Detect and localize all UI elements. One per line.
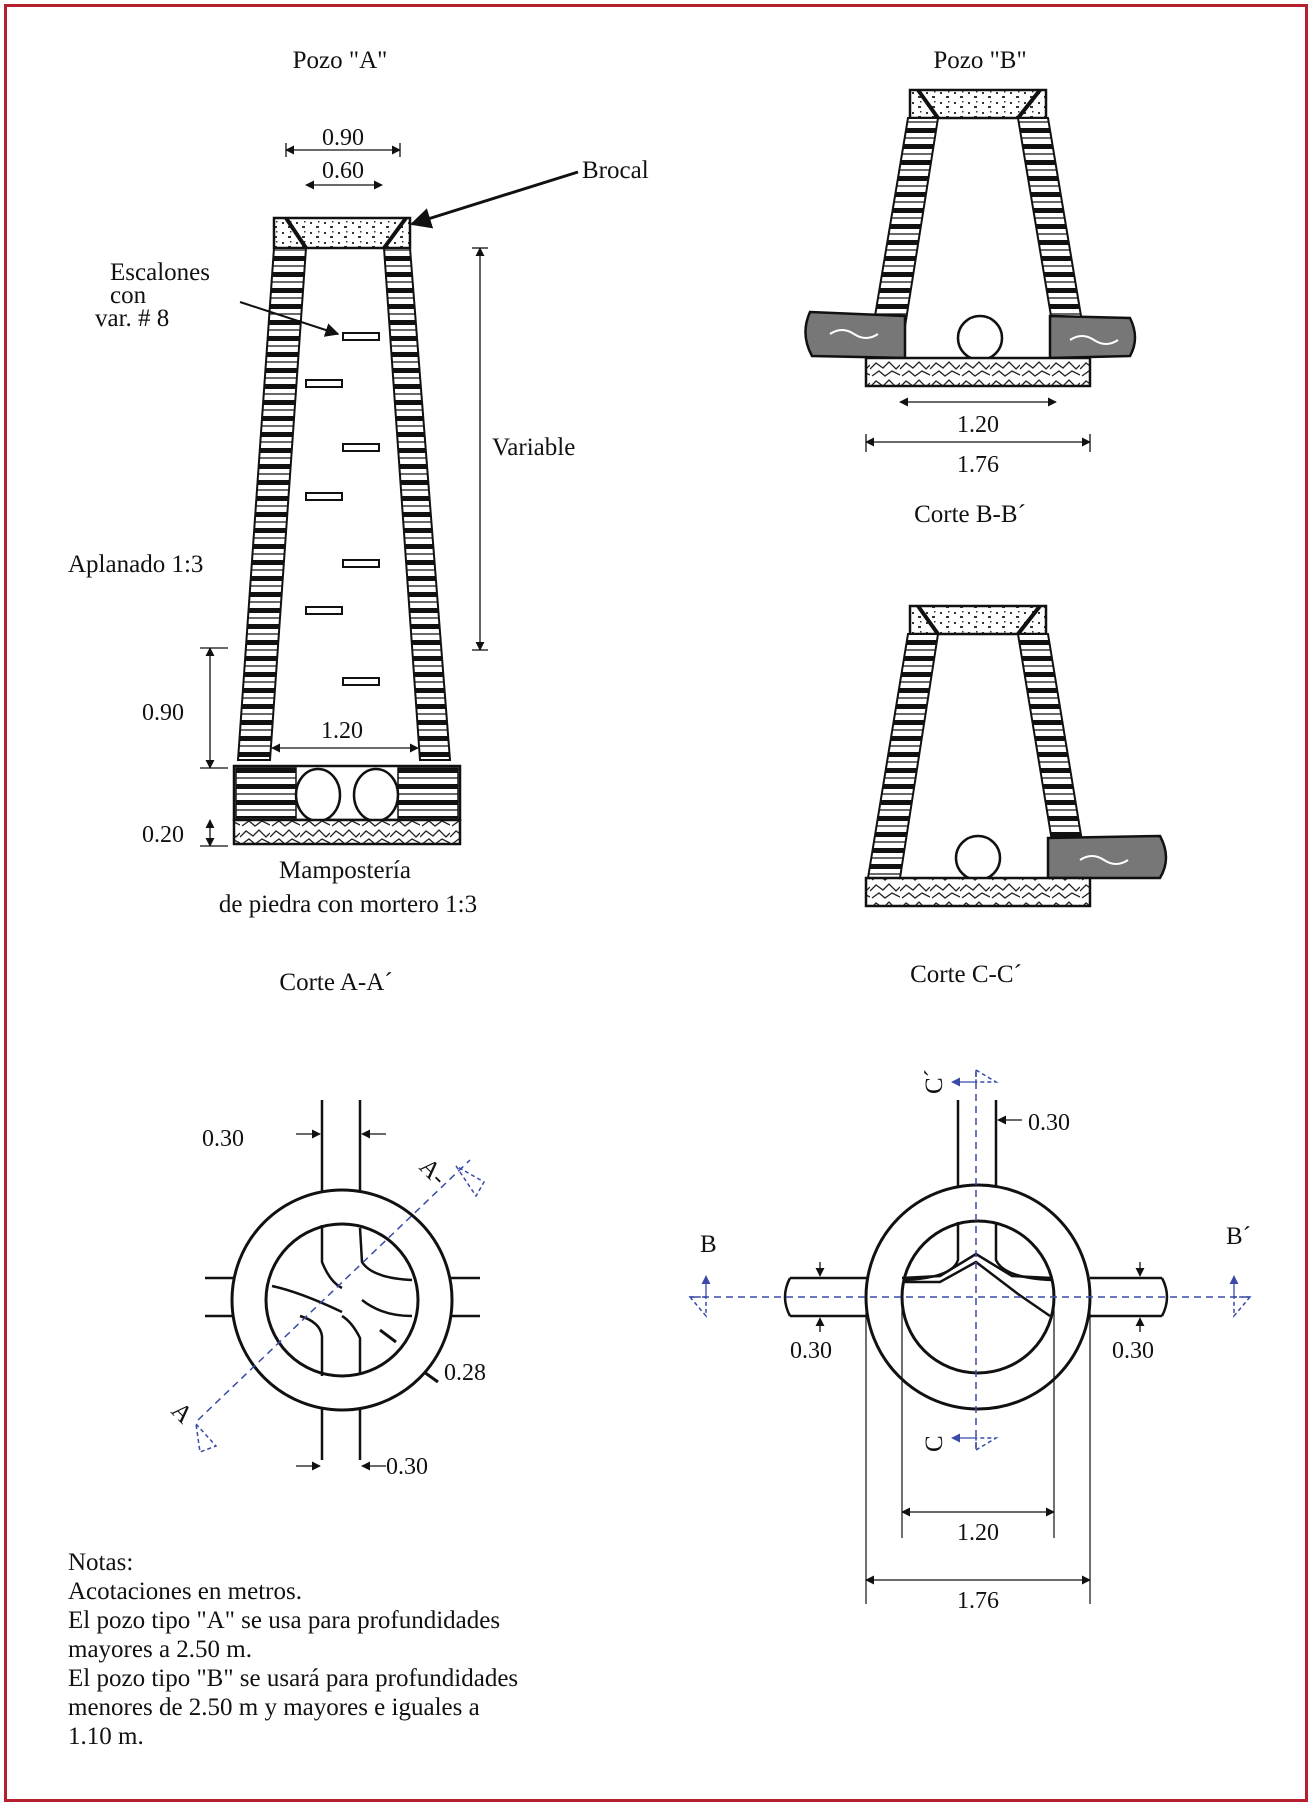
corte-c-label: Corte C-C´ [910, 961, 1022, 988]
escalones-leader [239, 301, 340, 337]
pipe-section-c [954, 834, 1002, 882]
corte-a-label: Corte A-A´ [279, 969, 392, 996]
plan-b-pipe-left: 0.30 [790, 1338, 832, 1364]
cut-line-a [197, 1159, 471, 1421]
pipe-section-b [956, 314, 1004, 362]
wall-left-c [866, 633, 940, 879]
stone-slab-b [864, 356, 1092, 388]
escalones-line-1: Escalones [110, 259, 210, 286]
pozo-b-elevation: Pozo "B" 1.20 1.76 Corte B-B´ [804, 47, 1137, 528]
drawing-frame [4, 4, 1308, 1802]
pipe-section-right [352, 767, 400, 823]
notes-heading: Notas: [68, 1549, 134, 1576]
escalones-line-3: var. # 8 [95, 305, 169, 332]
notes-line: Acotaciones en metros. [68, 1578, 302, 1605]
dim-base: 1.20 [321, 718, 363, 744]
pozo-a-title: Pozo "A" [293, 47, 388, 74]
inner-ring-a [264, 1222, 420, 1378]
aplanado-label: Aplanado 1:3 [68, 551, 203, 578]
pozo-b-title: Pozo "B" [933, 47, 1026, 74]
cut-b-prime: B´ [1226, 1223, 1251, 1250]
wall-right-a [382, 247, 452, 761]
dim-outer-b: 1.76 [957, 452, 999, 478]
brocal-label: Brocal [582, 157, 649, 184]
dim-slab: 0.20 [142, 822, 184, 848]
wall-left-a [236, 247, 308, 761]
pipe-out-b [1048, 314, 1137, 360]
dim-inner-b: 1.20 [957, 412, 999, 438]
steps [305, 332, 380, 686]
cut-b: B [700, 1231, 717, 1258]
corte-b-label: Corte B-B´ [914, 501, 1026, 528]
pozo-c-elevation: Corte C-C´ [864, 604, 1168, 988]
plan-a: A- A 0.30 0.28 0.30 [166, 1100, 486, 1480]
stone-slab [232, 818, 462, 846]
pozo-a-elevation: Pozo "A" 0.90 0.60 Brocal Escalones con … [68, 47, 649, 996]
notes-line: 1.10 m. [68, 1723, 144, 1750]
plan-b: C´ C B B´ 0.30 0.30 0.30 1.20 1.76 [688, 1068, 1252, 1614]
cut-a: A [166, 1397, 198, 1429]
notes-line: El pozo tipo "B" se usará para profundid… [68, 1665, 519, 1692]
cut-c: C [921, 1435, 948, 1452]
escalones-line-2: con [110, 282, 147, 309]
stone-slab-c [864, 876, 1092, 908]
cut-c-prime: C´ [921, 1069, 948, 1094]
cut-prime-a: A- [414, 1153, 452, 1191]
plan-a-ring: 0.28 [444, 1360, 486, 1386]
notes-block: Notas: Acotaciones en metros. El pozo ti… [68, 1548, 628, 1751]
plan-a-pipe: 0.30 [386, 1454, 428, 1480]
dim-top-inner: 0.60 [322, 158, 364, 184]
variable-label: Variable [492, 434, 575, 461]
plan-b-pipe-top: 0.30 [1028, 1110, 1070, 1136]
notes-line: mayores a 2.50 m. [68, 1636, 252, 1663]
plan-b-pipe-right: 0.30 [1112, 1338, 1154, 1364]
notes-line: menores de 2.50 m y mayores e iguales a [68, 1694, 480, 1721]
dim-height: 0.90 [142, 700, 184, 726]
pipe-section-left [294, 767, 342, 823]
pipe-out-c [1046, 834, 1168, 880]
mamposteria-line-2: de piedra con mortero 1:3 [219, 891, 477, 918]
mamposteria-line-1: Mampostería [279, 857, 411, 884]
dim-top-outer: 0.90 [322, 125, 364, 151]
brocal-leader [409, 170, 579, 229]
plan-b-inner: 1.20 [957, 1520, 999, 1546]
plan-a-wall: 0.30 [202, 1126, 244, 1152]
notes-line: El pozo tipo "A" se usa para profundidad… [68, 1607, 501, 1634]
plan-b-outer: 1.76 [957, 1588, 999, 1614]
